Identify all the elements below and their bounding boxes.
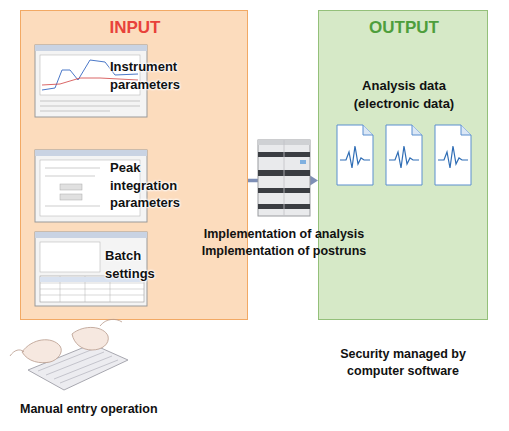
data-file-icon-part — [438, 146, 468, 168]
screenshot-thumbnail-part — [40, 295, 144, 296]
data-file-icon-part — [337, 125, 373, 185]
keyboard-hands-part — [10, 350, 24, 356]
node-heading: Instrument parameters — [110, 58, 210, 93]
keyboard-hands — [10, 319, 128, 390]
data-file-icon — [435, 125, 471, 185]
hplc-instrument-part — [258, 140, 310, 216]
screenshot-thumbnail-part — [35, 232, 147, 238]
screenshot-thumbnail-part — [35, 150, 147, 156]
screenshot-thumbnail-part — [40, 106, 140, 107]
data-file-icon-part — [389, 146, 419, 168]
node-heading: Peak integration parameters — [110, 159, 195, 212]
node-heading: OUTPUT — [319, 17, 489, 40]
edge-label: Implementation of analysis Implementatio… — [198, 226, 370, 260]
hplc-instrument-part — [284, 140, 285, 216]
screenshot-thumbnail-part — [40, 242, 100, 272]
keyboard-hands-part — [100, 319, 122, 326]
data-file-icon-part — [386, 125, 422, 185]
node-body: Analysis data (electronic data) — [341, 77, 467, 112]
screenshot-thumbnail-part — [40, 111, 110, 112]
node-heading: Batch settings — [105, 247, 170, 282]
data-file-icon-part — [340, 146, 370, 168]
screenshot-thumbnail-part — [45, 176, 95, 177]
data-file-icon — [386, 125, 422, 185]
screenshot-thumbnail-part — [40, 283, 144, 284]
caption-note: Manual entry operation — [20, 401, 220, 418]
caption-note: Security managed by computer software — [323, 346, 483, 380]
data-file-icon-part — [435, 125, 471, 185]
screenshot-thumbnail-part — [35, 45, 147, 51]
screenshot-thumbnail-part — [45, 168, 100, 169]
keyboard-hands-part — [60, 360, 118, 383]
screenshot-thumbnail-part — [40, 101, 140, 102]
data-file-icon — [337, 125, 373, 185]
keyboard-hands-part — [54, 356, 112, 379]
keyboard-hands-part — [22, 340, 61, 363]
screenshot-thumbnail-part — [60, 184, 82, 190]
screenshot-thumbnail-part — [60, 194, 82, 200]
hplc-instrument-part — [300, 160, 306, 164]
screenshot-thumbnail-part — [45, 206, 100, 207]
node-heading: INPUT — [21, 17, 249, 40]
screenshot-thumbnail-part — [40, 289, 144, 290]
hplc-instrument — [258, 140, 310, 216]
keyboard-hands-part — [72, 327, 108, 350]
